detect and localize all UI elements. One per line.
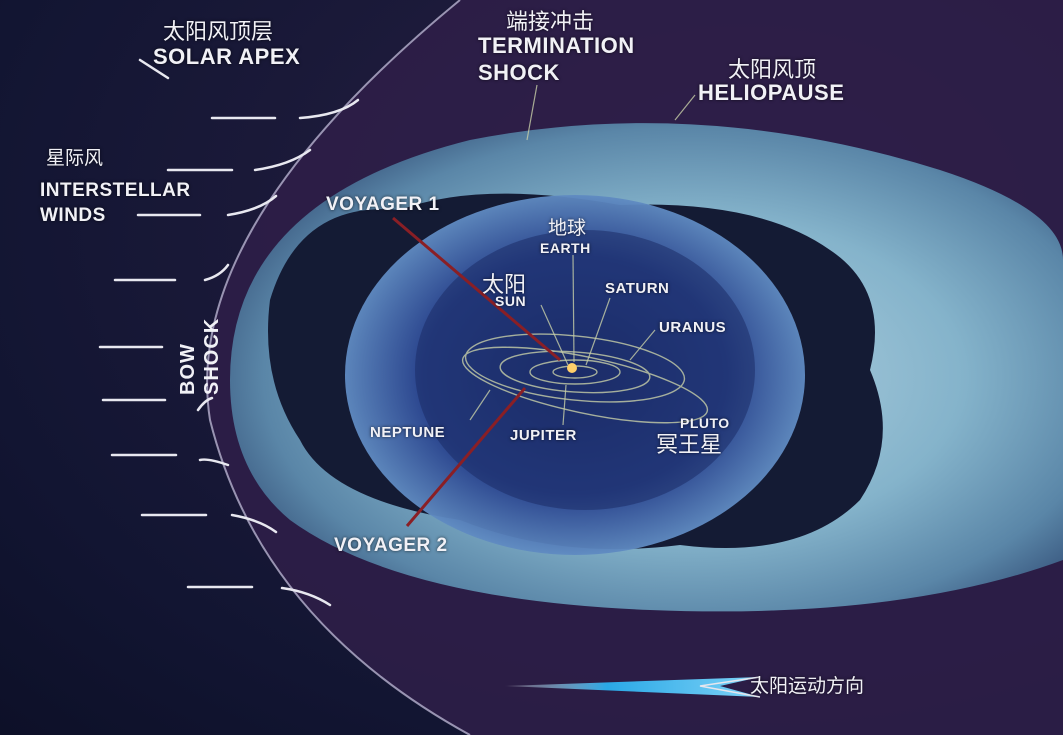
interstellar-wind-arrows bbox=[98, 58, 360, 607]
sun-motion-arrow bbox=[505, 676, 761, 698]
pluto-label: PLUTO bbox=[680, 415, 730, 431]
sun-motion-label: 太阳运动方向 bbox=[750, 675, 865, 697]
interstellar-winds-cn: 星际风 bbox=[46, 147, 104, 169]
saturn-label: SATURN bbox=[605, 280, 670, 297]
bow-shock-label-2: SHOCK bbox=[201, 317, 223, 395]
bow-shock-line bbox=[206, 0, 471, 735]
earth-label: EARTH bbox=[540, 240, 591, 256]
interstellar-winds-label-1: INTERSTELLAR bbox=[40, 180, 191, 201]
termination-shock-label-1: TERMINATION bbox=[478, 33, 635, 58]
sun-cn: 太阳 bbox=[482, 273, 527, 298]
jupiter-label: JUPITER bbox=[510, 427, 577, 444]
voyager1-label: VOYAGER 1 bbox=[326, 194, 440, 215]
sun-dot bbox=[567, 363, 577, 373]
uranus-label: URANUS bbox=[659, 319, 727, 336]
solar-apex-cn: 太阳风顶层 bbox=[163, 20, 274, 45]
interstellar-winds-label-2: WINDS bbox=[40, 205, 106, 226]
voyager1-trajectory bbox=[392, 216, 561, 362]
pluto-cn: 冥王星 bbox=[656, 433, 723, 458]
bow-shock-label-1: BOW bbox=[177, 343, 199, 395]
sun-label: SUN bbox=[495, 293, 527, 309]
termination-shock-label-2: SHOCK bbox=[478, 60, 560, 85]
voyager2-label: VOYAGER 2 bbox=[334, 535, 448, 556]
termination-shock-cn: 端接冲击 bbox=[506, 10, 595, 35]
voyager2-trajectory bbox=[405, 387, 527, 527]
bow-shock-label: BOW SHOCK bbox=[176, 318, 224, 395]
solar-apex-label: SOLAR APEX bbox=[153, 44, 301, 69]
heliopause-label: HELIOPAUSE bbox=[698, 80, 845, 105]
earth-cn: 地球 bbox=[548, 217, 587, 239]
neptune-label: NEPTUNE bbox=[370, 424, 446, 441]
heliopause-cn: 太阳风顶 bbox=[728, 58, 817, 83]
